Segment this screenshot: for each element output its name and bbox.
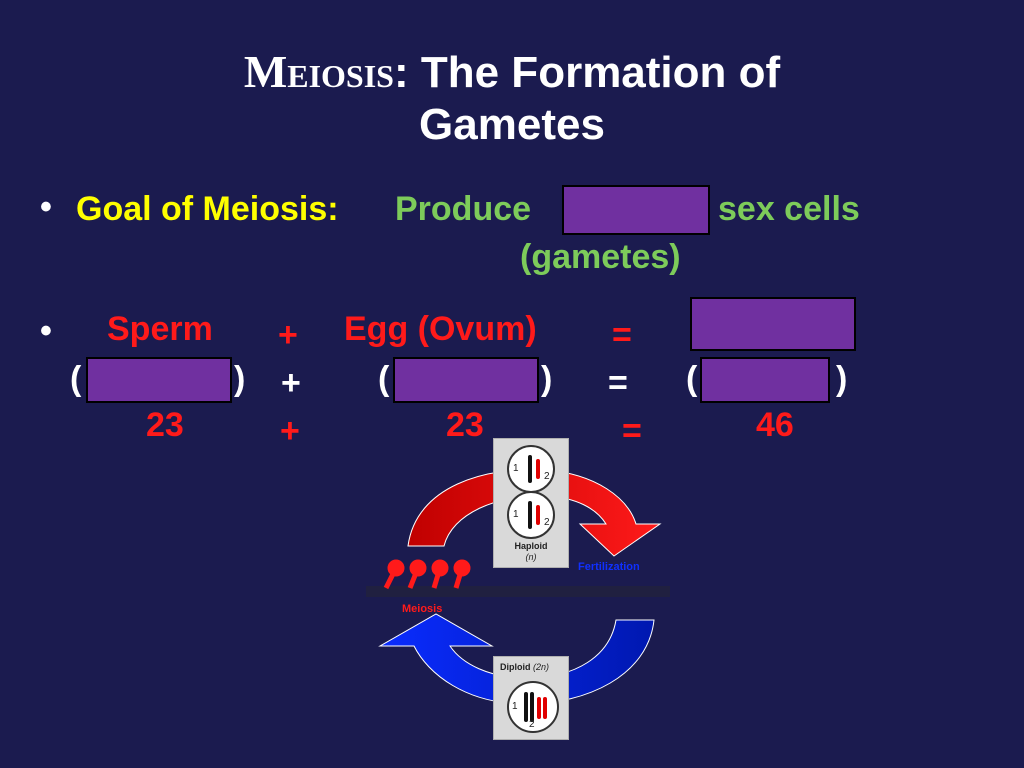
chromosome-number-2: 2 — [529, 719, 535, 730]
life-cycle-diagram — [366, 469, 670, 705]
blank-zygote-type — [700, 357, 830, 403]
diploid-label-row: Diploid (2n) — [500, 662, 562, 672]
red-chromosome — [536, 459, 540, 479]
fertilization-label: Fertilization — [578, 561, 640, 573]
produce-text: Produce — [395, 190, 532, 228]
chromosome-number-1: 1 — [513, 509, 519, 520]
blank-zygote — [690, 297, 856, 351]
paren-close-3: ) — [836, 360, 848, 398]
haploid-cell-2: 1 2 — [507, 491, 555, 539]
chromosome-number-1: 1 — [513, 463, 519, 474]
meiosis-label: Meiosis — [402, 603, 443, 615]
sex-cells-text: sex cells — [718, 190, 860, 228]
chromosome-number-1: 1 — [512, 701, 518, 712]
plus-row3: + — [280, 412, 300, 450]
paren-close-1: ) — [234, 360, 246, 398]
black-chromosome — [528, 501, 532, 529]
black-chromosome-2 — [530, 692, 534, 722]
bullet-2-dot: • — [40, 312, 52, 350]
paren-open-3: ( — [686, 360, 698, 398]
diploid-label: Diploid — [500, 662, 531, 672]
paren-open-2: ( — [378, 360, 390, 398]
red-chromosome-2 — [543, 697, 547, 719]
haploid-cell-1: 1 2 — [507, 445, 555, 493]
blank-sperm-type — [86, 357, 232, 403]
plus-row2: + — [281, 364, 301, 402]
goal-label: Goal of Meiosis: — [76, 190, 339, 228]
bullet-1-dot: • — [40, 188, 52, 226]
chromosome-number-2: 2 — [544, 517, 550, 528]
plus-row1: + — [278, 316, 298, 354]
chromosome-number-2: 2 — [544, 471, 550, 482]
black-chromosome — [528, 455, 532, 483]
gametes-text: (gametes) — [520, 238, 681, 276]
total-number: 46 — [756, 406, 794, 444]
slide-title: Meiosis: The Formation of Gametes — [0, 46, 1024, 151]
black-chromosome — [524, 692, 528, 722]
sperm-number: 23 — [146, 406, 184, 444]
haploid-n: (n) — [525, 552, 537, 562]
title-rest: : The Formation of — [393, 48, 781, 97]
sperm-group — [383, 559, 471, 590]
sperm-text: Sperm — [107, 310, 213, 348]
title-line2: Gametes — [419, 100, 605, 149]
red-chromosome — [537, 697, 541, 719]
diploid-cell: 1 2 — [507, 681, 559, 733]
equals-row1: = — [612, 316, 632, 354]
paren-open-1: ( — [70, 360, 82, 398]
egg-text: Egg (Ovum) — [344, 310, 537, 348]
diploid-2n: (2n) — [533, 662, 550, 672]
title-meiosis: Meiosis — [243, 46, 394, 97]
haploid-panel: 1 2 1 2 Haploid (n) — [493, 438, 569, 568]
equals-row3: = — [622, 412, 642, 450]
blank-egg-type — [393, 357, 539, 403]
paren-close-2: ) — [541, 360, 553, 398]
blank-produce — [562, 185, 710, 235]
haploid-label: Haploid — [514, 541, 548, 551]
equals-row2: = — [608, 364, 628, 402]
divider-bar — [366, 586, 670, 597]
egg-number: 23 — [446, 406, 484, 444]
diploid-panel: Diploid (2n) 1 2 — [493, 656, 569, 740]
red-chromosome — [536, 505, 540, 525]
